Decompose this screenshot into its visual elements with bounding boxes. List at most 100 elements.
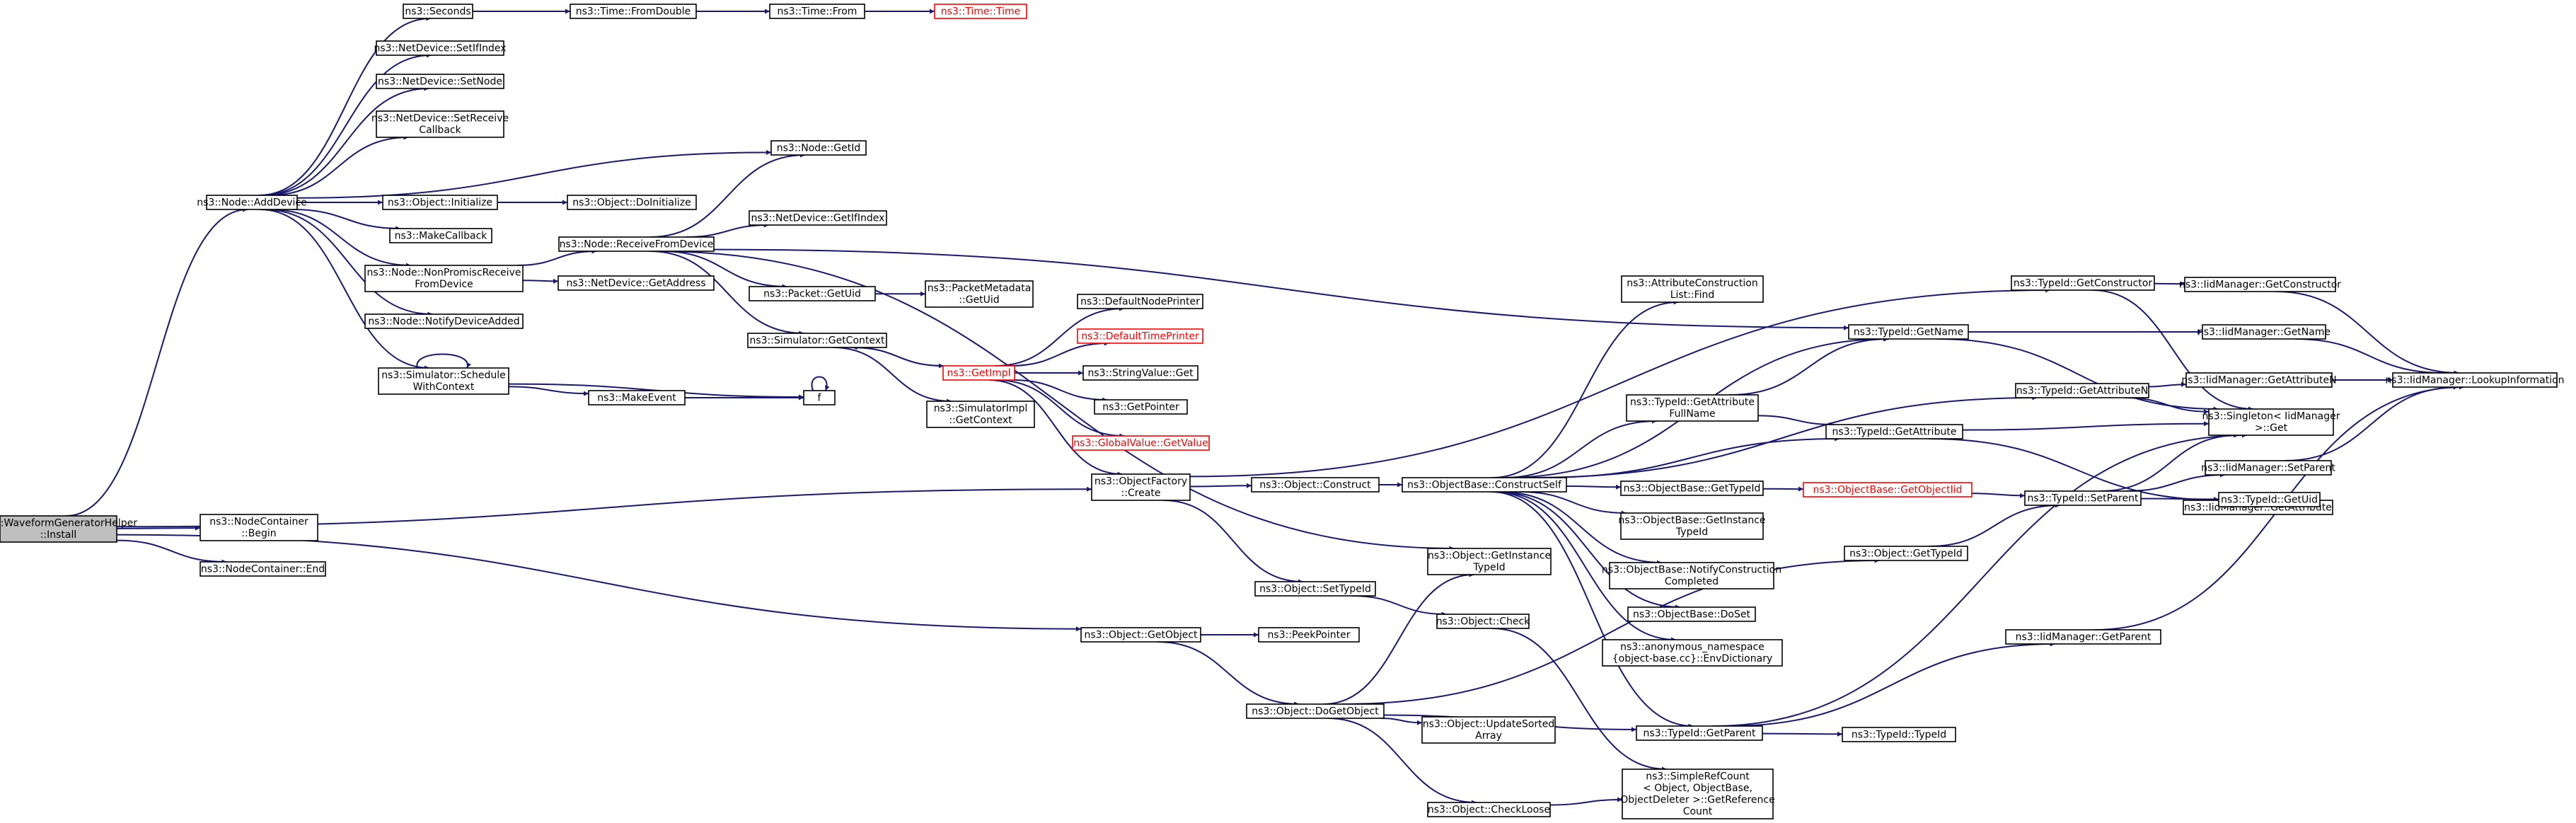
function-node-box[interactable] <box>1080 627 1201 643</box>
function-node-checkLoose[interactable]: ns3::Object::CheckLoose <box>1427 802 1551 817</box>
function-node-typeIdGetConstructor[interactable]: ns3::TypeId::GetConstructor <box>2011 275 2155 291</box>
function-node-getImpl[interactable]: ns3::GetImpl <box>942 365 1015 381</box>
function-node-box[interactable] <box>200 561 326 577</box>
function-node-box[interactable] <box>1627 606 1756 622</box>
function-node-box[interactable] <box>803 390 836 405</box>
function-node-box[interactable] <box>1621 275 1764 303</box>
function-node-typeIdGetUid[interactable]: ns3::TypeId::GetUid <box>2218 492 2321 507</box>
function-node-box[interactable] <box>2208 408 2334 436</box>
function-node-box[interactable] <box>389 228 492 243</box>
function-node-box[interactable] <box>1427 802 1551 817</box>
function-node-box[interactable] <box>1626 394 1759 422</box>
function-node-makeCallback[interactable]: ns3::MakeCallback <box>389 228 492 243</box>
function-node-constructSelf[interactable]: ns3::ObjectBase::ConstructSelf <box>1402 477 1567 493</box>
function-node-box[interactable] <box>567 195 697 210</box>
function-node-objGetObject[interactable]: ns3::Object::GetObject <box>1080 627 1201 643</box>
function-node-box[interactable] <box>376 40 504 56</box>
function-node-box[interactable] <box>364 265 524 292</box>
function-node-box[interactable] <box>1082 365 1199 381</box>
function-node-iidGetConstructor[interactable]: ns3::IidManager::GetConstructor <box>2179 277 2341 292</box>
function-node-box[interactable] <box>1421 716 1556 744</box>
function-node-typeIdTypeId[interactable]: ns3::TypeId::TypeId <box>1842 727 1956 742</box>
function-node-objInitialize[interactable]: ns3::Object::Initialize <box>382 195 498 210</box>
function-node-box[interactable] <box>1258 627 1360 643</box>
function-node-doSet[interactable]: ns3::ObjectBase::DoSet <box>1627 606 1756 622</box>
function-node-box[interactable] <box>1825 424 1963 439</box>
function-node-makeEvent[interactable]: ns3::MakeEvent <box>588 390 686 405</box>
function-node-box[interactable] <box>925 280 1034 308</box>
function-node-obGetObjectIid[interactable]: ns3::ObjectBase::GetObjectIid <box>1803 482 1973 497</box>
function-node-box[interactable] <box>2392 372 2558 388</box>
function-node-box[interactable] <box>588 390 686 405</box>
function-node-iidGetName[interactable]: ns3::IidManager::GetName <box>2197 324 2330 340</box>
function-node-box[interactable] <box>1602 639 1783 667</box>
function-node-peekPointer[interactable]: ns3::PeekPointer <box>1258 627 1360 643</box>
function-node-box[interactable] <box>376 74 504 89</box>
function-node-singletonGet[interactable]: ns3::Singleton< IidManager>::Get <box>2202 408 2340 436</box>
function-node-box[interactable] <box>1622 769 1774 819</box>
function-node-box[interactable] <box>1072 435 1210 451</box>
function-node-box[interactable] <box>364 313 524 329</box>
function-node-box[interactable] <box>2184 277 2336 292</box>
function-node-box[interactable] <box>558 275 715 291</box>
function-node-box[interactable] <box>2005 629 2161 645</box>
function-node-iidGetAttributeN[interactable]: ns3::IidManager::GetAttributeN <box>2181 372 2337 388</box>
function-node-envDictionary[interactable]: ns3::anonymous_namespace{object-base.cc}… <box>1602 639 1783 667</box>
function-node-simpleRefCount[interactable]: ns3::SimpleRefCount< Object, ObjectBase,… <box>1620 769 1775 819</box>
function-node-nodeGetId[interactable]: ns3::Node::GetId <box>770 140 867 156</box>
function-node-box[interactable] <box>1094 399 1188 415</box>
function-node-objSetTypeId[interactable]: ns3::Object::SetTypeId <box>1254 581 1376 597</box>
function-node-objGetTypeId[interactable]: ns3::Object::GetTypeId <box>1844 546 1968 561</box>
function-node-box[interactable] <box>206 195 298 210</box>
function-node-box[interactable] <box>2202 324 2326 340</box>
function-node-simImplGetContext[interactable]: ns3::SimulatorImpl::GetContext <box>926 401 1035 428</box>
function-node-addDevice[interactable]: ns3::Node::AddDevice <box>197 195 307 210</box>
function-node-doGetObject[interactable]: ns3::Object::DoGetObject <box>1246 703 1385 719</box>
function-node-defaultNodePrinter[interactable]: ns3::DefaultNodePrinter <box>1077 294 1203 309</box>
function-node-box[interactable] <box>558 236 715 252</box>
function-node-iidSetParent[interactable]: ns3::IidManager::SetParent <box>2201 460 2335 476</box>
function-node-box[interactable] <box>1091 473 1191 501</box>
function-node-box[interactable] <box>2185 372 2333 388</box>
function-node-typeIdSetParent[interactable]: ns3::TypeId::SetParent <box>2024 490 2142 506</box>
function-node-box[interactable] <box>1427 548 1552 575</box>
function-node-box[interactable] <box>403 4 473 19</box>
function-node-box[interactable] <box>769 4 865 19</box>
function-node-fromDouble[interactable]: ns3::Time::FromDouble <box>570 4 697 19</box>
function-node-box[interactable] <box>382 195 498 210</box>
function-node-notifyDeviceAdded[interactable]: ns3::Node::NotifyDeviceAdded <box>364 313 524 329</box>
function-node-notifyConstructionCompleted[interactable]: ns3::ObjectBase::NotifyConstructionCompl… <box>1602 562 1781 589</box>
function-node-typeIdGetAttributeN[interactable]: ns3::TypeId::GetAttributeN <box>2015 383 2149 398</box>
function-node-seconds[interactable]: ns3::Seconds <box>403 4 473 19</box>
function-node-box[interactable] <box>1402 477 1567 493</box>
function-node-box[interactable] <box>942 365 1015 381</box>
function-node-box[interactable] <box>749 210 887 226</box>
function-node-box[interactable] <box>570 4 697 19</box>
function-node-box[interactable] <box>2205 460 2332 476</box>
function-node-box[interactable] <box>934 4 1027 19</box>
function-node-iidGetParent[interactable]: ns3::IidManager::GetParent <box>2005 629 2161 645</box>
function-node-typeIdGetAttribute[interactable]: ns3::TypeId::GetAttribute <box>1825 424 1963 439</box>
function-node-typeIdGetName[interactable]: ns3::TypeId::GetName <box>1848 324 1969 340</box>
function-node-box[interactable] <box>770 140 867 156</box>
function-node-box[interactable] <box>2011 275 2155 291</box>
function-node-box[interactable] <box>1436 614 1530 629</box>
function-node-doInitialize[interactable]: ns3::Object::DoInitialize <box>567 195 697 210</box>
function-node-box[interactable] <box>747 333 887 348</box>
function-node-box[interactable] <box>1246 703 1385 719</box>
function-node-box[interactable] <box>0 515 117 543</box>
function-node-box[interactable] <box>1636 725 1763 741</box>
function-node-simGetContext[interactable]: ns3::Simulator::GetContext <box>747 333 887 348</box>
function-node-getPointer[interactable]: ns3::GetPointer <box>1094 399 1188 415</box>
function-node-getAddress[interactable]: ns3::NetDevice::GetAddress <box>558 275 715 291</box>
function-node-objConstruct[interactable]: ns3::Object::Construct <box>1251 477 1380 493</box>
function-node-box[interactable] <box>1842 727 1956 742</box>
